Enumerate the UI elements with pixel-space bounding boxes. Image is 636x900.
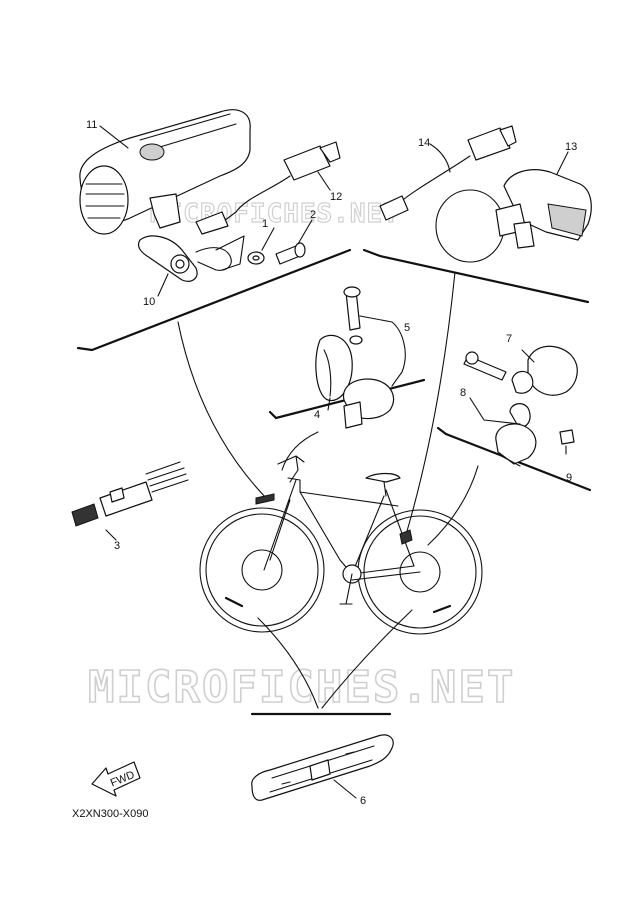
tail-strap — [435, 189, 505, 263]
front-reflector-group — [315, 286, 406, 429]
headlight-group — [79, 109, 341, 282]
front-wheel — [199, 507, 325, 633]
figure-code: X2XN300-X090 — [72, 808, 148, 820]
taillight-group — [379, 125, 592, 263]
bell-clamp — [495, 423, 537, 465]
bell-dome — [527, 345, 578, 396]
callout-12: 12 — [330, 191, 342, 203]
bike-frame — [287, 477, 415, 575]
callout-4: 4 — [314, 409, 320, 421]
callout-10: 10 — [143, 296, 155, 308]
callout-14: 14 — [418, 137, 430, 149]
connector-cap — [71, 503, 99, 527]
side-reflector-group — [251, 734, 394, 801]
callout-13: 13 — [565, 141, 577, 153]
bicycle — [199, 455, 483, 635]
callout-1: 1 — [262, 218, 268, 230]
headlight-switch — [139, 143, 165, 161]
callout-6: 6 — [360, 795, 366, 807]
front-light-mark — [255, 493, 275, 505]
rear-wheel-reflector — [432, 604, 452, 614]
fwd-arrow-icon: FWD — [91, 761, 141, 797]
callout-9: 9 — [566, 472, 572, 484]
micro-usb-plug — [195, 211, 229, 235]
leader-lines — [177, 271, 479, 709]
section-dividers — [76, 248, 592, 716]
callout-11: 11 — [86, 119, 97, 131]
divider-headlight — [76, 248, 352, 352]
callout-5: 5 — [404, 322, 410, 334]
connector-group — [71, 461, 189, 541]
callout-2: 2 — [310, 209, 316, 221]
callouts: 1 2 3 4 5 6 7 8 9 10 11 12 13 14 — [86, 119, 577, 807]
callout-8: 8 — [460, 387, 466, 399]
headlight-bracket — [149, 193, 181, 229]
headlight-lens — [79, 165, 129, 235]
tail-usb-plug — [467, 127, 511, 161]
rear-light-mark — [399, 529, 413, 545]
tail-micro-usb-plug — [379, 195, 409, 221]
connector-body — [99, 481, 153, 517]
callout-3: 3 — [114, 540, 120, 552]
handlebar — [277, 455, 305, 483]
watermark-large: MICROFICHES.NET — [88, 662, 515, 713]
bell-nut — [559, 429, 575, 445]
divider-taillight — [362, 248, 590, 304]
saddle — [365, 472, 401, 483]
callout-7: 7 — [506, 333, 512, 345]
front-wheel-reflector — [224, 596, 244, 608]
watermark-small: MICROFICHES.NET — [150, 199, 400, 229]
divider-bell — [436, 426, 592, 492]
usb-plug — [283, 145, 331, 181]
bell-group — [463, 345, 578, 467]
